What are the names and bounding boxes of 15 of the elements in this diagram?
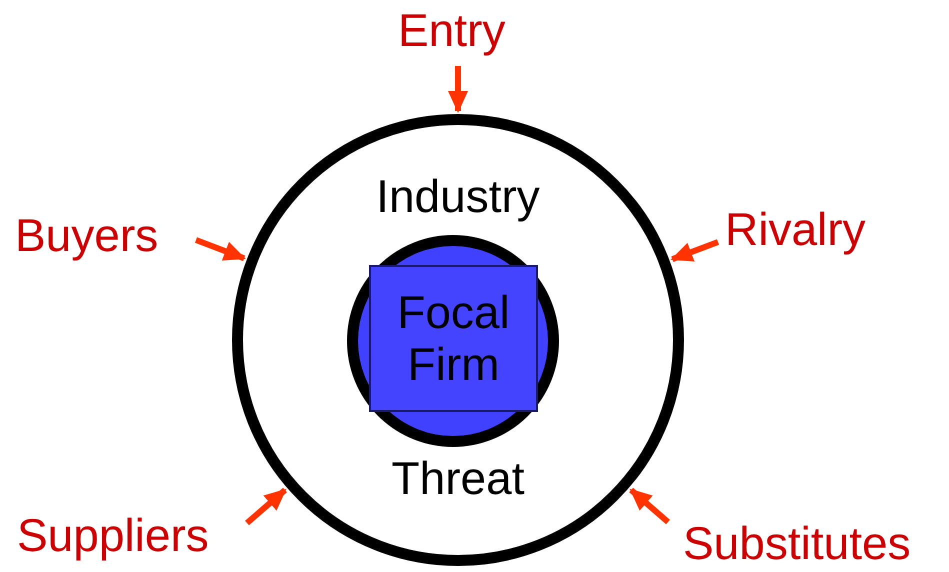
- arrow: [194, 237, 246, 262]
- force-label: Suppliers: [17, 512, 209, 558]
- arrow: [245, 488, 287, 526]
- force-label: Entry: [398, 7, 506, 53]
- circle-label: Threat: [392, 455, 524, 501]
- force-label: Rivalry: [725, 206, 866, 252]
- arrow: [448, 66, 468, 113]
- circle: [232, 114, 684, 566]
- circle-label: Industry: [376, 173, 540, 219]
- square-label: Focal Firm: [396, 286, 511, 390]
- firm-square: [369, 265, 538, 412]
- force-label: Substitutes: [683, 520, 911, 566]
- arrow: [629, 488, 670, 524]
- arrow: [670, 239, 720, 262]
- force-label: Buyers: [15, 212, 158, 258]
